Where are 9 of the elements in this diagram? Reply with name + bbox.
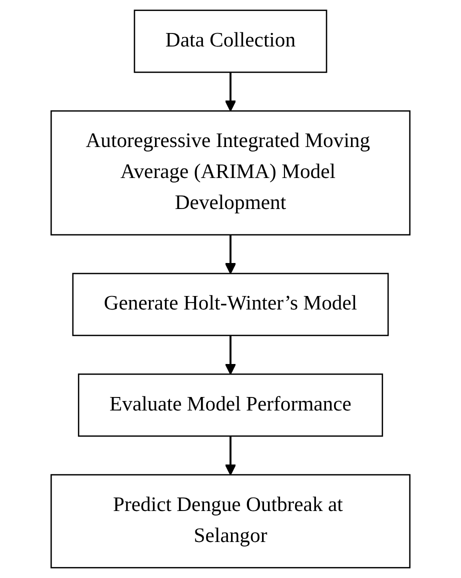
node-box: Predict Dengue Outbreak at Selangor (50, 474, 410, 568)
arrow (224, 436, 236, 476)
arrow (224, 335, 236, 375)
node-box: Evaluate Model Performance (78, 374, 384, 437)
node-box: Data Collection (134, 10, 328, 73)
node-box: Generate Holt-Winter’s Model (72, 272, 389, 336)
arrow (224, 72, 236, 112)
node-box: Autoregressive Integrated Moving Average (ARIMA) Model Development (50, 110, 410, 236)
arrow (224, 234, 236, 274)
